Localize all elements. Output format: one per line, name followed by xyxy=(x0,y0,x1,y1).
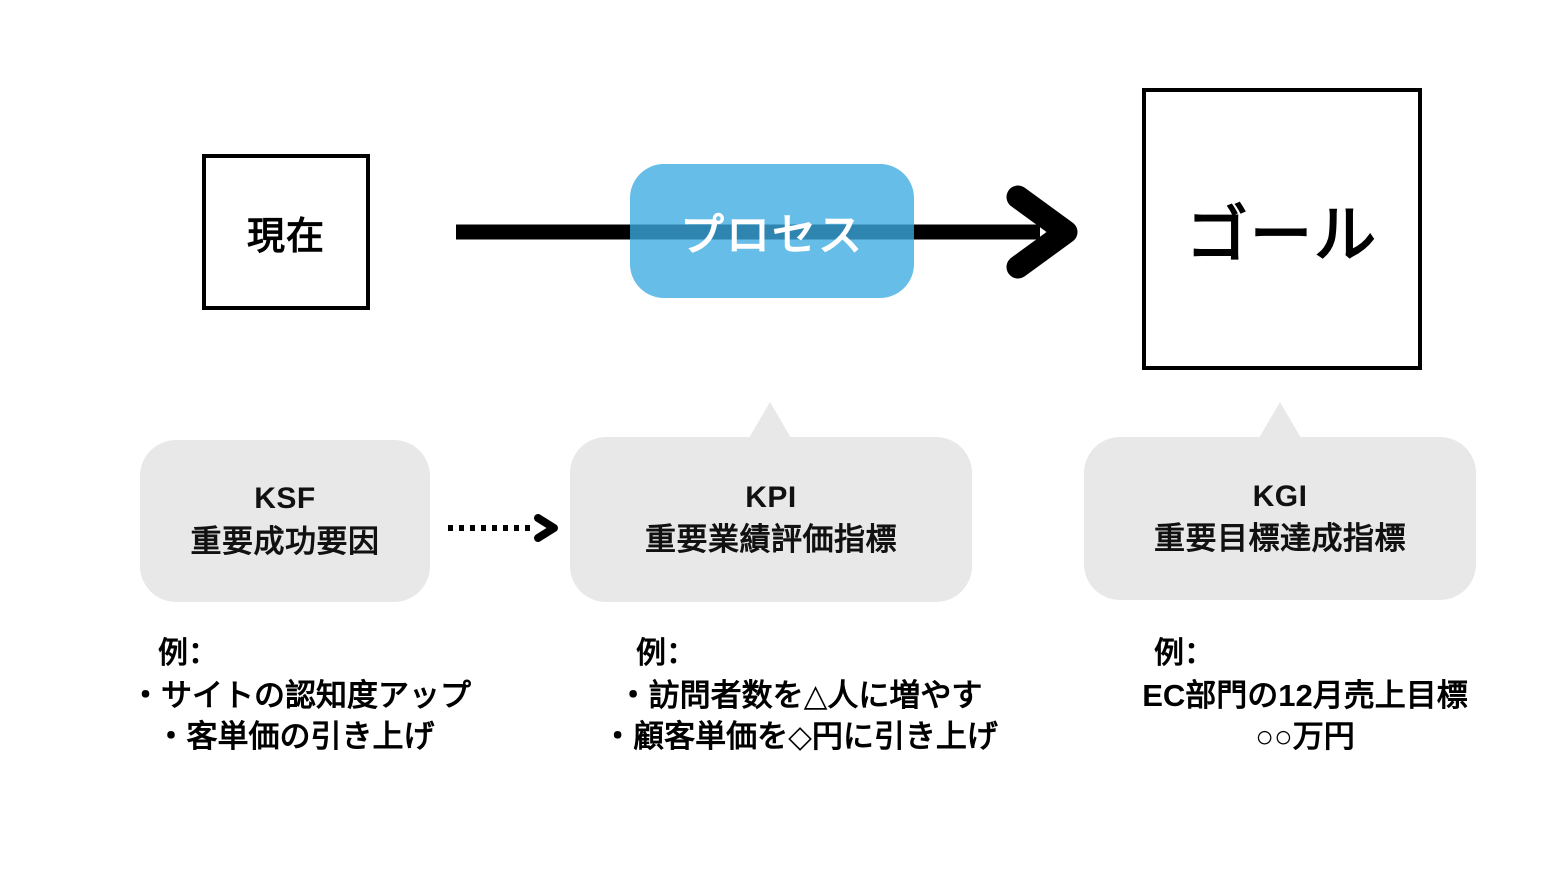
kpi-example-line: ・顧客単価を◇円に引き上げ xyxy=(602,719,998,755)
kpi-example-line: ・訪問者数を△人に増やす xyxy=(617,677,983,713)
kpi-examples-heading: 例： xyxy=(636,637,696,670)
kgi-title: KGI xyxy=(1252,479,1308,513)
ksf-to-kpi-dotted-arrow xyxy=(448,514,558,542)
kgi-subtitle: 重要目標達成指標 xyxy=(1154,521,1406,557)
current-state-box: 現在 xyxy=(202,154,370,310)
ksf-example-line: ・サイトの認知度アップ xyxy=(130,677,471,713)
goal-box: ゴール xyxy=(1142,88,1422,370)
kgi-examples: 例： EC部門の12月売上目標 ○○万円 xyxy=(1110,634,1500,758)
ksf-bubble: KSF 重要成功要因 xyxy=(140,440,430,602)
current-state-label: 現在 xyxy=(246,215,325,258)
process-label: プロセス xyxy=(680,211,864,260)
ksf-example-line: ・客単価の引き上げ xyxy=(155,719,435,755)
kgi-bubble-tail-icon xyxy=(1259,402,1301,438)
kgi-example-line: EC部門の12月売上目標 xyxy=(1142,677,1468,713)
kgi-examples-heading: 例： xyxy=(1154,637,1214,670)
ksf-examples-heading: 例： xyxy=(158,637,218,670)
arrow-head xyxy=(1006,185,1078,279)
goal-label: ゴール xyxy=(1185,201,1378,270)
kpi-bubble: KPI 重要業績評価指標 xyxy=(570,402,972,602)
process-pill: プロセス xyxy=(630,164,914,298)
ksf-subtitle: 重要成功要因 xyxy=(190,523,380,559)
kpi-subtitle: 重要業績評価指標 xyxy=(645,522,897,558)
kgi-bubble: KGI 重要目標達成指標 xyxy=(1084,402,1476,600)
dotted-arrow-head xyxy=(534,514,558,542)
ksf-examples: 例： ・サイトの認知度アップ ・客単価の引き上げ xyxy=(130,634,471,758)
kgi-example-line: ○○万円 xyxy=(1255,719,1355,755)
kpi-examples: 例： ・訪問者数を△人に増やす ・顧客単価を◇円に引き上げ xyxy=(600,634,1000,758)
kpi-bubble-tail-icon xyxy=(749,402,791,438)
ksf-title: KSF xyxy=(254,482,316,516)
kpi-title: KPI xyxy=(745,480,797,514)
